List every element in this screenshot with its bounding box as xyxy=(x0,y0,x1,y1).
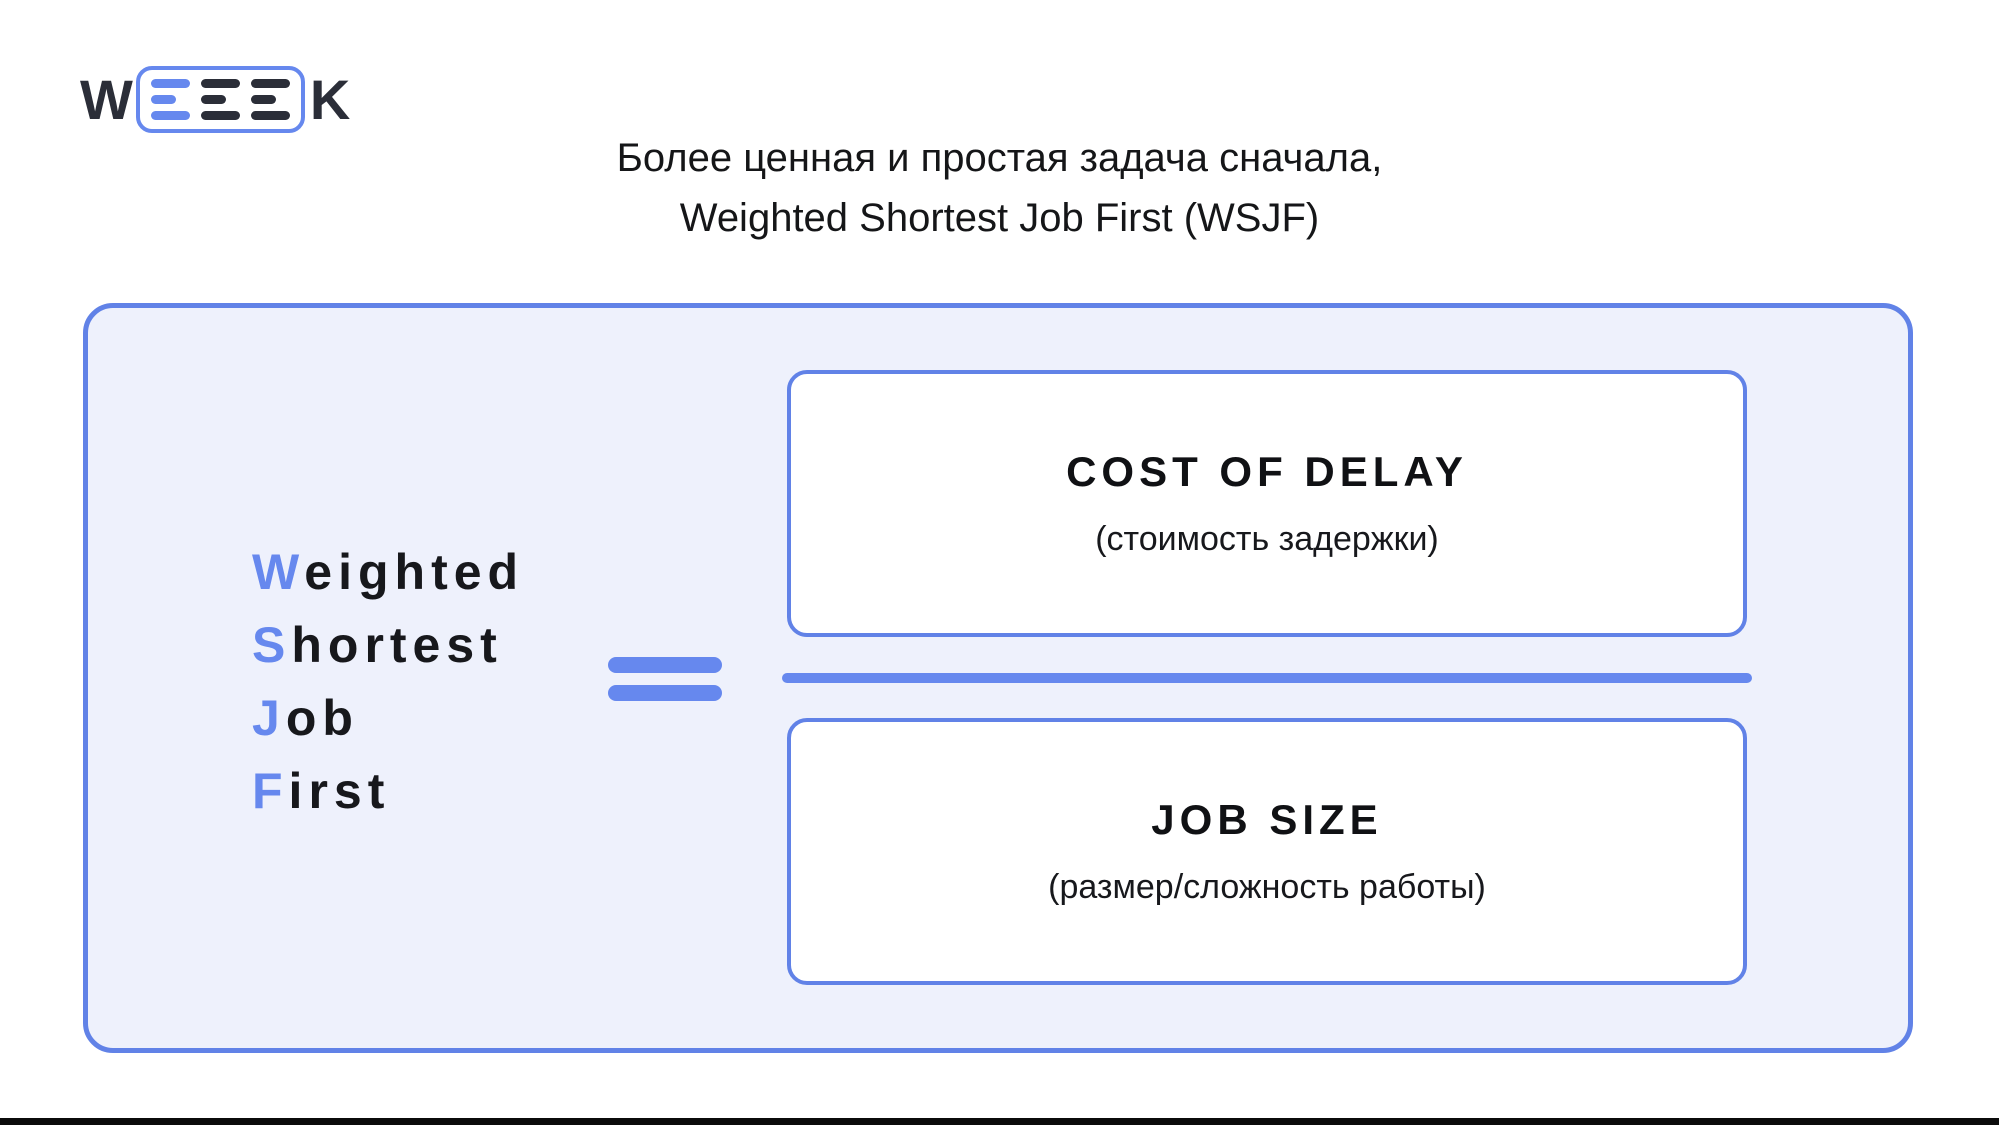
logo-letter-w: W xyxy=(80,67,133,131)
logo-frame xyxy=(135,66,305,133)
acronym-line-weighted: Weighted xyxy=(252,544,525,600)
acronym-line-first: First xyxy=(252,763,391,819)
page-title-line1: Более ценная и простая задача сначала, xyxy=(616,136,1383,180)
logo-e-icon xyxy=(200,79,240,120)
cost-of-delay-box: COST OF DELAY (стоимость задержки) xyxy=(787,370,1747,637)
job-size-box: JOB SIZE (размер/сложность работы) xyxy=(787,718,1747,985)
wsjf-acronym: Weighted Shortest Job First xyxy=(252,536,524,828)
fraction-divider xyxy=(782,673,1752,683)
job-size-title: JOB SIZE xyxy=(1151,796,1383,843)
logo-e-icon xyxy=(250,79,290,120)
acronym-line-job: Job xyxy=(252,690,359,746)
page-title: Более ценная и простая задача сначала, W… xyxy=(0,128,1999,248)
logo-letter-k: K xyxy=(309,67,350,131)
equals-icon xyxy=(608,657,722,701)
acronym-line-shortest: Shortest xyxy=(252,617,503,673)
cost-of-delay-subtitle: (стоимость задержки) xyxy=(1095,520,1439,558)
cost-of-delay-title: COST OF DELAY xyxy=(1066,448,1468,495)
weeek-logo: W K xyxy=(80,66,350,133)
job-size-subtitle: (размер/сложность работы) xyxy=(1048,868,1486,906)
logo-e-icon xyxy=(150,79,190,120)
bottom-divider-bar xyxy=(0,1118,1999,1125)
page-title-line2: Weighted Shortest Job First (WSJF) xyxy=(679,196,1320,240)
